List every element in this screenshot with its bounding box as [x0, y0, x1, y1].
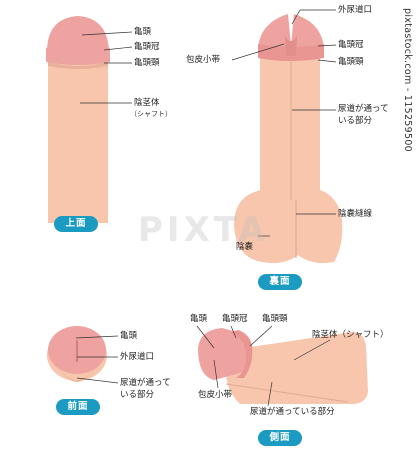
top-neck-shadow: [48, 62, 108, 69]
side-corona: [230, 330, 253, 378]
top-label-glans: 亀頭: [134, 27, 152, 37]
top-label-shaft-sub: （シャフト）: [130, 110, 172, 118]
back-label-neck: 亀頭頸: [338, 57, 364, 67]
front-label-urethra-2: いる部分: [120, 390, 155, 400]
side-label-corona: 亀頭冠: [222, 314, 248, 324]
watermark-text: PIXTA: [138, 210, 269, 250]
side-label-frenulum: 包皮小帯: [198, 390, 233, 400]
side-glans: [198, 328, 247, 380]
back-label-meatus: 外尿道口: [338, 5, 373, 15]
side-view-drawing: [198, 328, 368, 404]
back-label-scrotum: 陰嚢: [236, 242, 254, 252]
side-shaft: [226, 332, 368, 404]
back-leaders: [231, 9, 337, 237]
back-label-raphe: 陰嚢縫線: [338, 209, 373, 219]
top-label-shaft: 陰茎体: [134, 98, 160, 108]
side-label-neck: 亀頭頸: [262, 314, 288, 324]
side-leaders: [196, 325, 331, 407]
front-view-drawing: [47, 326, 107, 382]
front-label-meatus: 外尿道口: [120, 352, 155, 362]
top-shaft: [48, 58, 108, 223]
side-label-shaft: 陰茎体（シャフト）: [312, 330, 389, 340]
back-view-drawing: [234, 14, 343, 264]
side-urethra-line: [225, 383, 349, 403]
stock-credit: pixtastock.com - 115259500: [402, 8, 413, 153]
front-label-urethra-1: 尿道が通って: [120, 378, 171, 388]
back-label-urethra-2: いる部分: [338, 116, 373, 126]
back-label-corona: 亀頭冠: [338, 40, 364, 50]
top-view-badge: 上面: [54, 216, 98, 232]
back-label-urethra-1: 尿道が通って: [338, 104, 389, 114]
side-label-glans: 亀頭: [190, 314, 208, 324]
top-view-drawing: [46, 16, 110, 223]
top-label-neck: 亀頭頸: [134, 58, 160, 68]
back-frenulum: [285, 36, 297, 56]
front-label-glans: 亀頭: [120, 331, 138, 341]
front-view-badge: 前面: [56, 399, 100, 415]
top-label-corona: 亀頭冠: [134, 42, 160, 52]
front-leaders: [75, 335, 119, 384]
top-glans: [47, 16, 109, 56]
back-label-frenulum: 包皮小帯: [186, 55, 221, 65]
back-view-badge: 裏面: [258, 274, 302, 290]
side-view-badge: 側面: [258, 430, 302, 446]
side-label-urethra: 尿道が通っている部分: [250, 407, 335, 417]
back-shaft: [260, 58, 320, 208]
top-leaders: [80, 31, 133, 104]
